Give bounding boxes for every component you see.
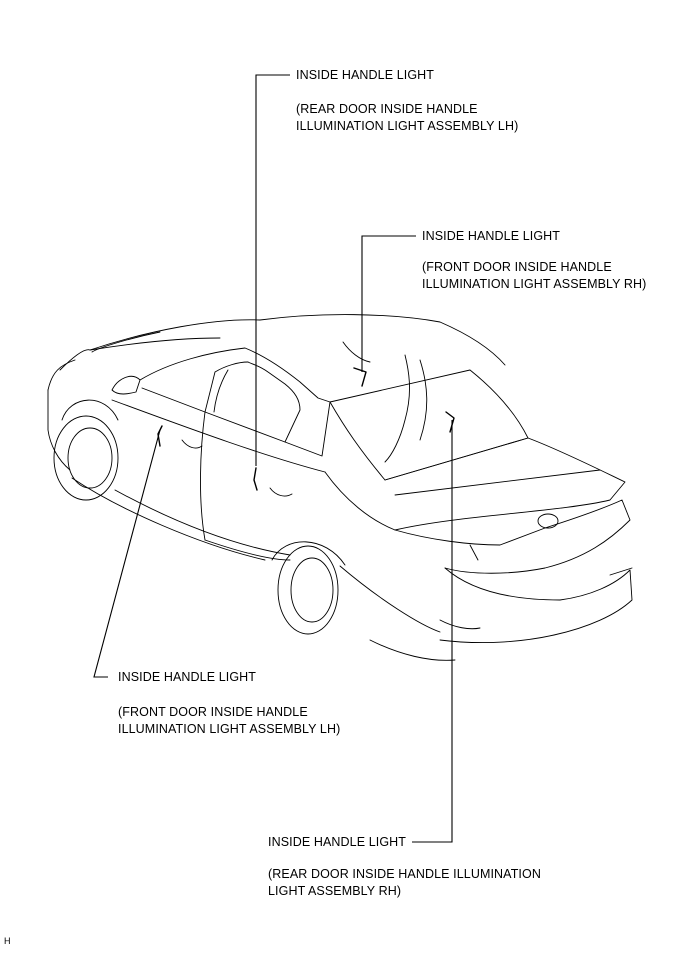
handle-light-parts: [157, 367, 455, 491]
leader-front-rh: [361, 235, 416, 372]
front-lh-light-label: INSIDE HANDLE LIGHT: [118, 670, 257, 684]
leader-rear-rh: [412, 420, 453, 843]
front-rh-light-label: INSIDE HANDLE LIGHT: [422, 229, 561, 243]
rear-lh-light-label: INSIDE HANDLE LIGHT: [296, 68, 435, 82]
rear-rh-light-detail-1: (REAR DOOR INSIDE HANDLE ILLUMINATION: [268, 867, 541, 881]
leader-lines: [93, 74, 453, 843]
rear-rh-light-label: INSIDE HANDLE LIGHT: [268, 835, 407, 849]
leader-front-lh: [93, 429, 161, 678]
front-lh-light-part: [157, 425, 163, 447]
figure-code: H: [4, 936, 11, 946]
rear-rh-light-detail-2: LIGHT ASSEMBLY RH): [268, 884, 402, 898]
front-lh-light-detail-2: ILLUMINATION LIGHT ASSEMBLY LH): [118, 722, 341, 736]
front-rh-light-detail-1: (FRONT DOOR INSIDE HANDLE: [422, 260, 612, 274]
rear-lh-light-part: [253, 467, 258, 491]
front-rh-light-part: [353, 367, 367, 387]
front-rh-light-detail-2: ILLUMINATION LIGHT ASSEMBLY RH): [422, 277, 647, 291]
rear-lh-light-detail-1: (REAR DOOR INSIDE HANDLE: [296, 102, 478, 116]
rear-rh-light-part: [445, 411, 455, 433]
rear-lh-light-detail-2: ILLUMINATION LIGHT ASSEMBLY LH): [296, 119, 519, 133]
leader-rear-lh: [255, 74, 290, 466]
front-lh-light-detail-1: (FRONT DOOR INSIDE HANDLE: [118, 705, 308, 719]
car-body: [47, 314, 633, 661]
